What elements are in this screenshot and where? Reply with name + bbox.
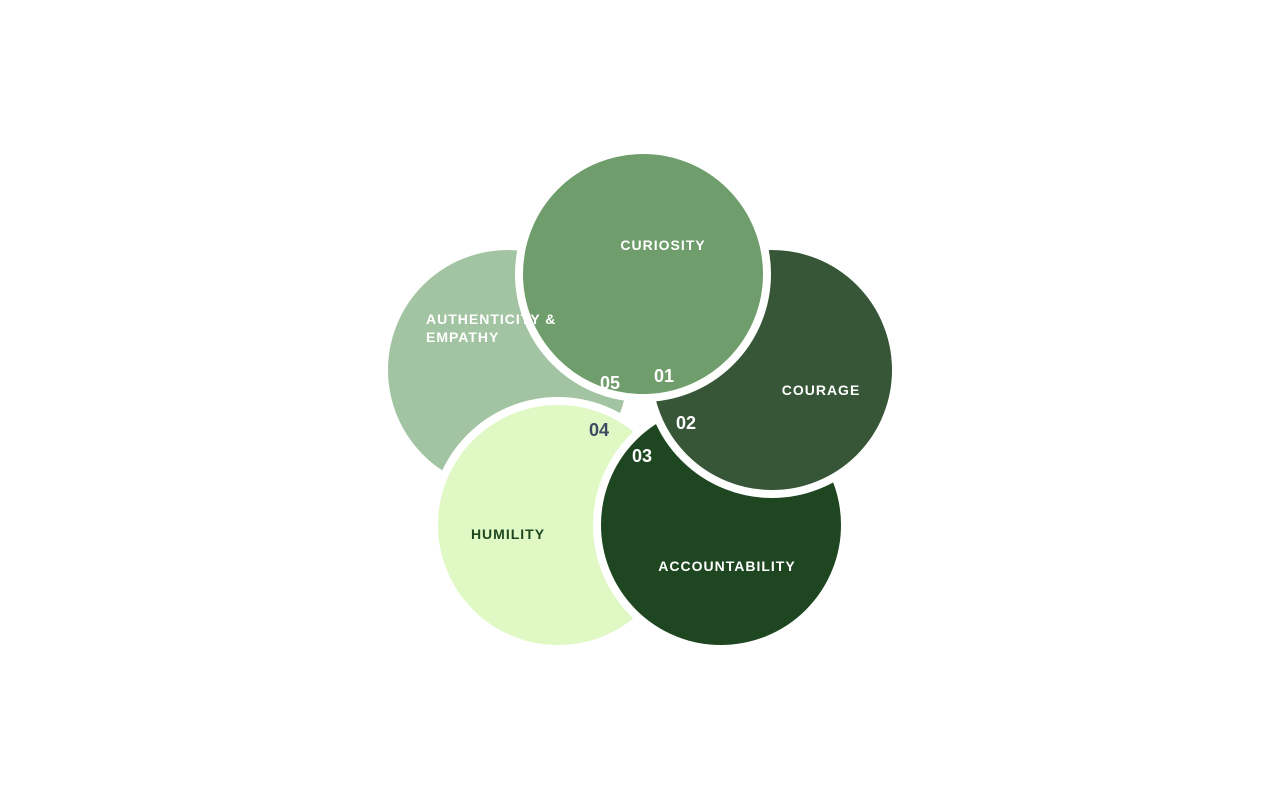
- label-accountability: ACCOUNTABILITY: [658, 558, 795, 574]
- number-02: 02: [676, 413, 696, 433]
- number-04: 04: [589, 420, 609, 440]
- label-authenticity: AUTHENTICITY &: [426, 311, 556, 327]
- number-05: 05: [600, 373, 620, 393]
- label-empathy: EMPATHY: [426, 329, 499, 345]
- number-01: 01: [654, 366, 674, 386]
- number-03: 03: [632, 446, 652, 466]
- label-humility: HUMILITY: [471, 526, 545, 542]
- label-courage: COURAGE: [782, 382, 861, 398]
- label-curiosity: CURIOSITY: [620, 237, 705, 253]
- circle-curiosity: [515, 146, 771, 402]
